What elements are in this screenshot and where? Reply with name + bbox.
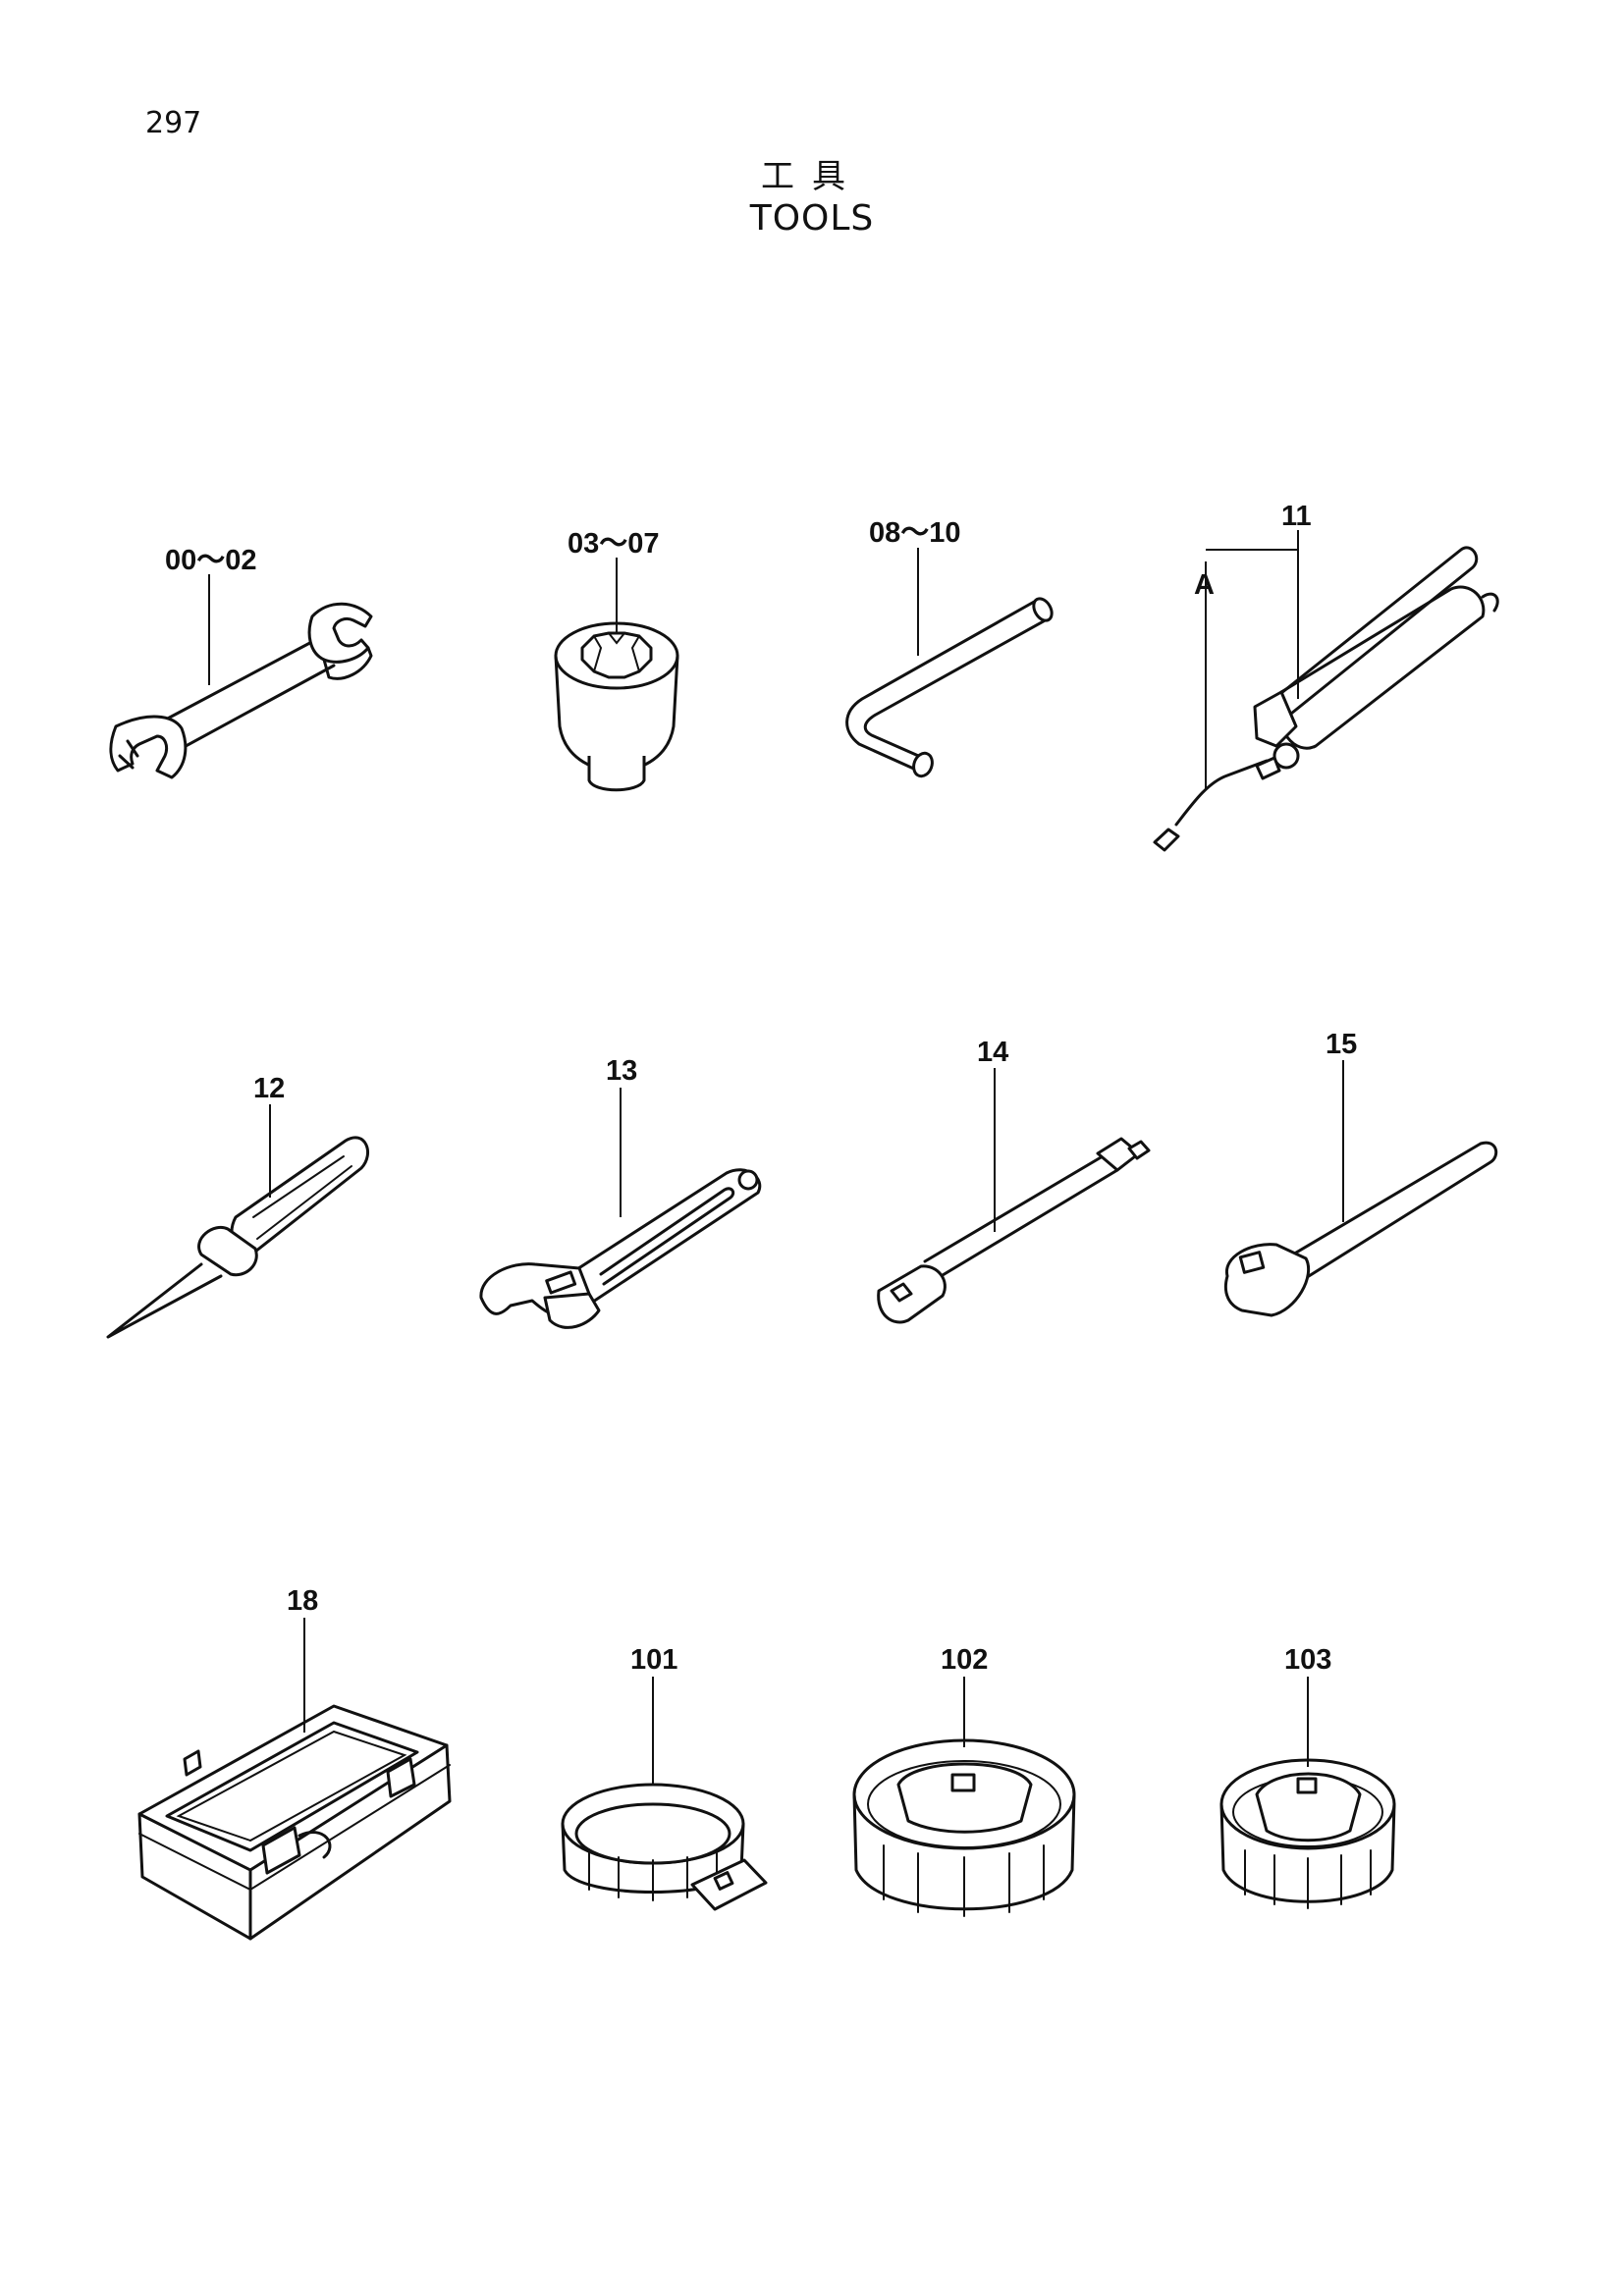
double-open-wrench-illustration	[109, 574, 373, 779]
callout-filter-wrench-102: 102	[941, 1644, 988, 1676]
callout-extension-bar: 14	[977, 1037, 1008, 1068]
callout-tool-box: 18	[287, 1585, 318, 1617]
screwdriver-illustration	[106, 1104, 370, 1339]
tool-box-illustration	[137, 1618, 452, 1941]
callout-socket: 03～07	[568, 528, 660, 560]
callout-grease-gun-hose: A	[1194, 569, 1215, 601]
adjustable-wrench-illustration	[479, 1088, 762, 1329]
page-title-japanese: 工具	[761, 157, 863, 196]
page-number: 297	[145, 106, 202, 140]
socket-illustration	[554, 558, 679, 792]
page-title: TOOLS	[749, 198, 875, 239]
filter-wrench-102-illustration	[852, 1677, 1076, 1917]
callout-screwdriver: 12	[253, 1073, 285, 1104]
grease-gun-illustration	[1153, 530, 1499, 852]
callout-filter-wrench-101: 101	[630, 1644, 677, 1676]
callout-wrench-double-open: 00～02	[165, 545, 257, 576]
callout-adjustable-wrench: 13	[606, 1055, 637, 1087]
callout-filter-wrench-103: 103	[1284, 1644, 1331, 1676]
callout-grease-gun: 11	[1281, 501, 1312, 532]
callout-ratchet-handle: 15	[1326, 1029, 1357, 1060]
hex-key-illustration	[845, 548, 1054, 778]
extension-bar-illustration	[877, 1068, 1151, 1324]
callout-hex-key: 08～10	[869, 517, 961, 549]
ratchet-handle-illustration	[1223, 1060, 1498, 1317]
filter-wrench-101-illustration	[561, 1677, 768, 1911]
filter-wrench-103-illustration	[1219, 1677, 1396, 1909]
